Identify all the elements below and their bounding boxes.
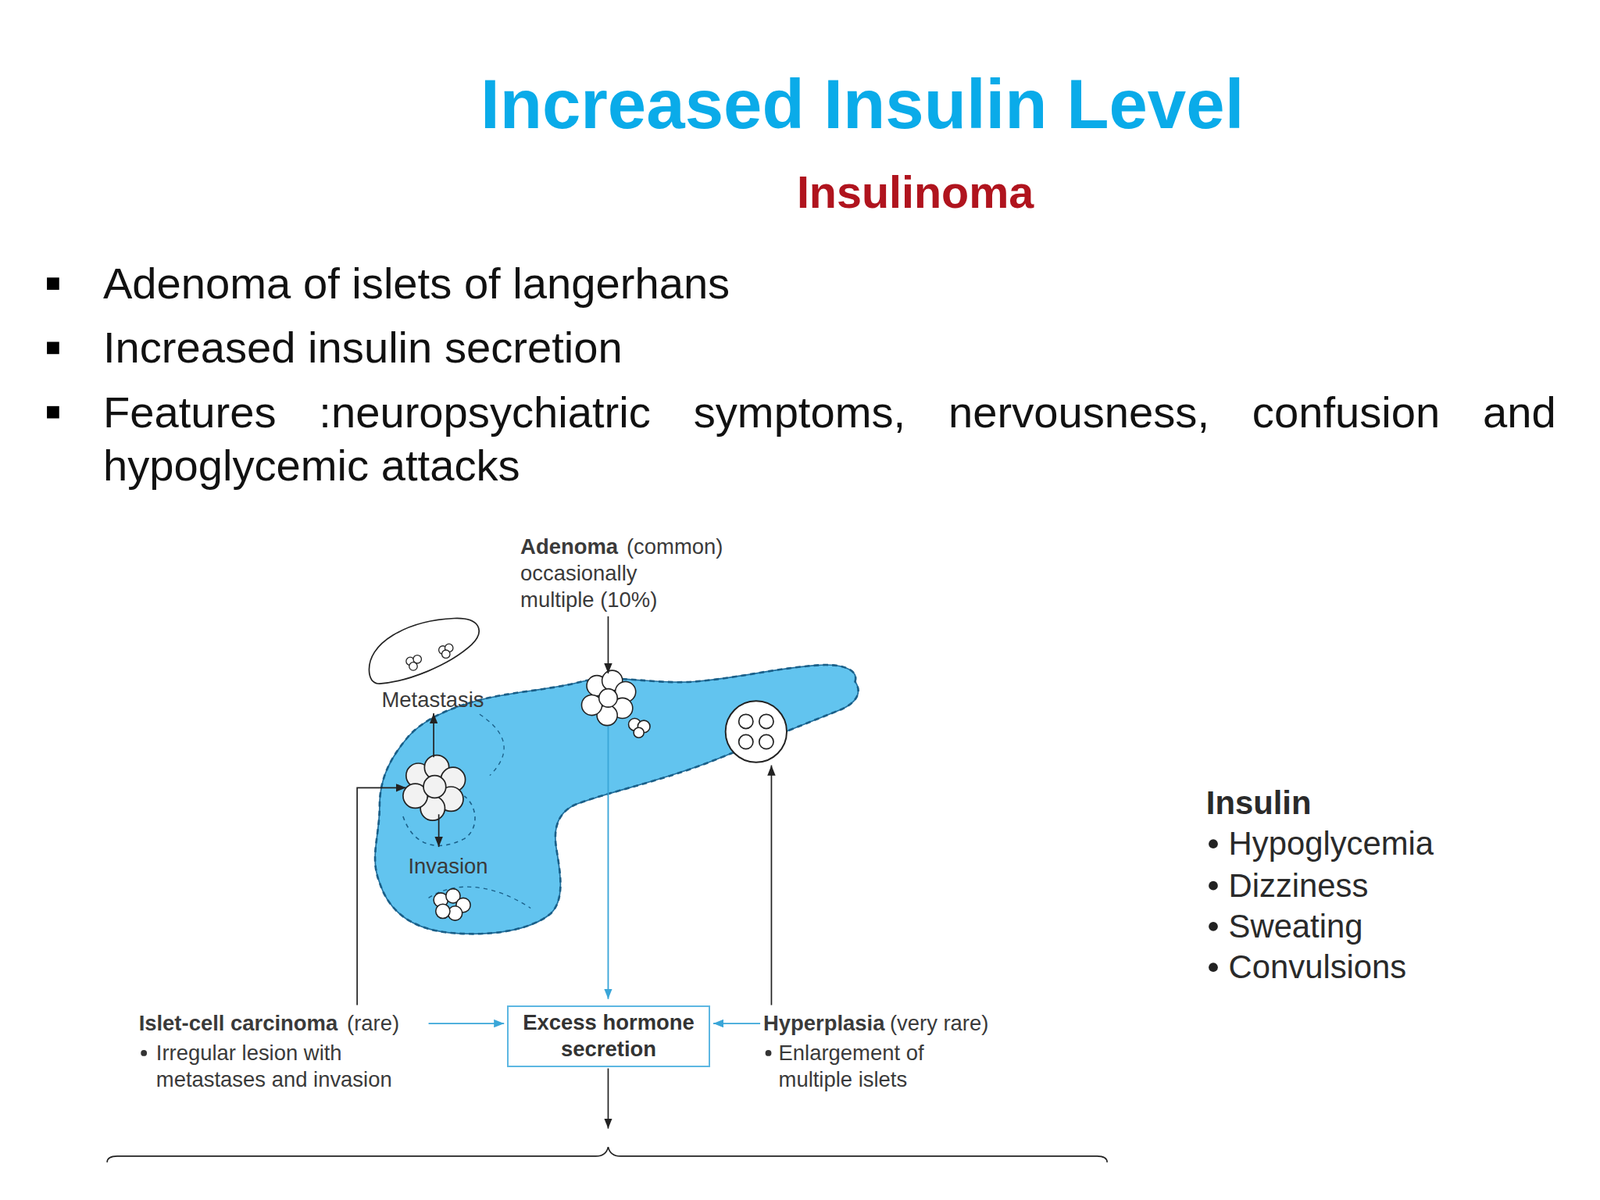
bullet-text: Increased insulin secretion: [103, 321, 623, 375]
bullet-dot: [1208, 839, 1218, 849]
liver-metastasis: [406, 643, 454, 671]
callout-heading: Adenoma: [520, 533, 618, 561]
symptom-item: Dizziness: [1228, 865, 1369, 907]
flow-arrow: [607, 726, 610, 1000]
carcinoma-tumor: [403, 755, 466, 822]
pancreas-outline: [375, 664, 859, 934]
symptom-item: Convulsions: [1228, 946, 1408, 988]
symptom-item: Hypoglycemia: [1228, 823, 1435, 865]
islet-cell: [759, 734, 774, 749]
tumor-lobe: [442, 650, 450, 658]
symptom-item: Sweating: [1228, 906, 1364, 947]
callout-heading: Hyperplasia: [763, 1010, 885, 1037]
liver-outline: [368, 617, 479, 684]
tumor-lobe: [599, 689, 618, 708]
leader-arrow: [607, 1068, 610, 1129]
slide-subtitle: Insulinoma: [796, 170, 1034, 215]
tumor-lobe: [409, 662, 418, 671]
box-text: Excess hormone secretion: [521, 1009, 697, 1063]
process-box: Excess hormone secretion: [507, 1005, 711, 1068]
lobule-line: [479, 714, 504, 775]
invasion-tumor: [433, 889, 471, 921]
bullet-text: Adenoma of islets of langerhans: [103, 257, 730, 311]
callout-note: (rare): [346, 1010, 400, 1037]
adenoma-tumor: [581, 670, 650, 738]
bullet-dot: [1208, 962, 1218, 972]
callout-note: (very rare): [889, 1010, 989, 1037]
list-heading: Insulin: [1206, 782, 1312, 824]
tumor-lobe: [633, 727, 644, 738]
callout-label: Metastasis: [381, 686, 484, 714]
bullet-square: [46, 342, 60, 355]
callout-text: Irregular lesion with metastases and inv…: [156, 1039, 401, 1093]
tumor-lobe: [423, 775, 447, 799]
callout-heading: Islet-cell carcinoma: [139, 1010, 339, 1037]
leader-arrow: [357, 787, 407, 1005]
callout-text: Enlargement of multiple islets: [778, 1039, 953, 1093]
callout-text: occasionally multiple (10%): [520, 560, 684, 614]
leader-arrow: [432, 713, 435, 758]
slide-title: Increased Insulin Level: [480, 70, 1244, 140]
callout-note: (common): [626, 533, 723, 561]
islet-cell: [759, 714, 774, 729]
bullet-square: [46, 277, 60, 290]
leader-arrow: [607, 616, 610, 674]
islet-cell: [739, 714, 754, 729]
flow-arrow: [428, 1022, 505, 1025]
islet-cell: [739, 734, 754, 749]
bullet-dot: [140, 1050, 147, 1057]
bullet-text: Features :neuropsychiatric symptoms, ner…: [103, 385, 1557, 493]
bullet-dot: [1208, 881, 1218, 891]
islet-circle: [725, 700, 787, 762]
bullet-dot: [1208, 921, 1218, 932]
leader-arrow: [438, 814, 440, 847]
curly-bracket: [107, 1146, 1108, 1163]
bullet-square: [46, 406, 60, 419]
callout-label: Invasion: [407, 853, 488, 880]
flow-arrow: [713, 1022, 761, 1025]
pancreas-lobules: [375, 664, 859, 934]
bullet-dot: [765, 1050, 772, 1057]
tumor-lobe: [435, 903, 450, 918]
leader-arrow: [771, 765, 773, 1006]
